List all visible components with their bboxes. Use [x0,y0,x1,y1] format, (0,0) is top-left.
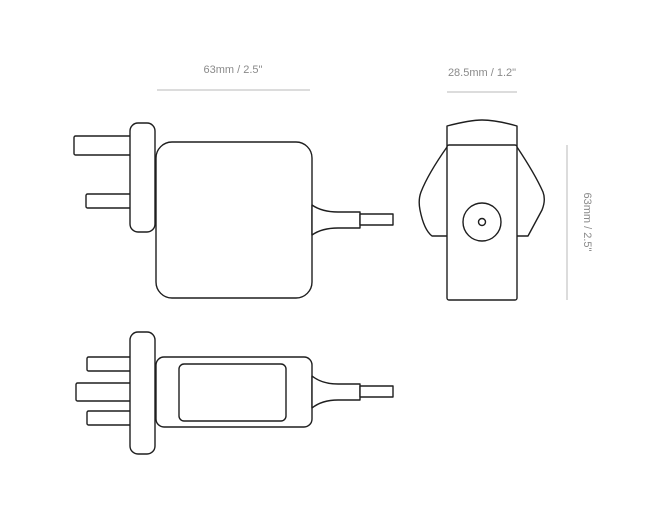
cable [359,213,394,226]
cable-exit-hole [477,217,487,227]
strain-relief [311,204,361,236]
top-strain-relief [311,375,361,409]
top-view [75,331,394,455]
top-cable [359,385,394,398]
top-plug-plate [129,331,156,455]
label-panel [178,363,287,422]
plug-plate [129,122,156,233]
side-view [418,119,545,301]
adapter-body [155,141,313,299]
front-view [73,122,394,299]
live-pin [85,193,133,209]
top-pin-lower [86,410,133,426]
height-label: 63mm / 2.5" [581,193,593,252]
depth-dimension: 28.5mm / 1.2" [447,67,517,93]
depth-label: 28.5mm / 1.2" [448,67,516,79]
top-pin-middle [75,382,133,402]
top-pin-upper [86,356,133,372]
width-dimension: 63mm / 2.5" [157,64,310,91]
width-label: 63mm / 2.5" [204,64,263,76]
height-dimension: 63mm / 2.5" [566,145,593,300]
earth-pin [73,135,133,156]
